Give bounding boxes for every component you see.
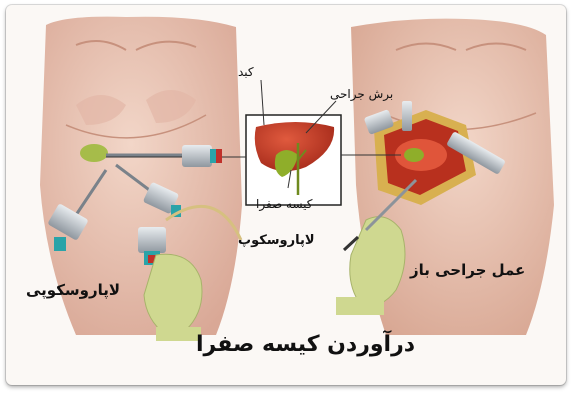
- laparoscopy-label: لاپاروسکوپی: [26, 281, 120, 299]
- page-title: درآوردن کیسه صفرا: [196, 332, 415, 357]
- laparoscope-label: لاپاروسکوپ: [238, 233, 315, 248]
- incision-label: برش جراحی: [330, 87, 393, 101]
- gallbladder-label: کیسه صفرا: [256, 197, 313, 211]
- liver-inset: [246, 115, 341, 205]
- open-surgery-label: عمل جراحی باز: [410, 261, 525, 279]
- illustration-frame: کبد برش جراحی کیسه صفرا لاپاروسکوپ لاپار…: [6, 5, 566, 385]
- surgery-illustration: [6, 5, 566, 385]
- liver-label: کبد: [238, 65, 254, 79]
